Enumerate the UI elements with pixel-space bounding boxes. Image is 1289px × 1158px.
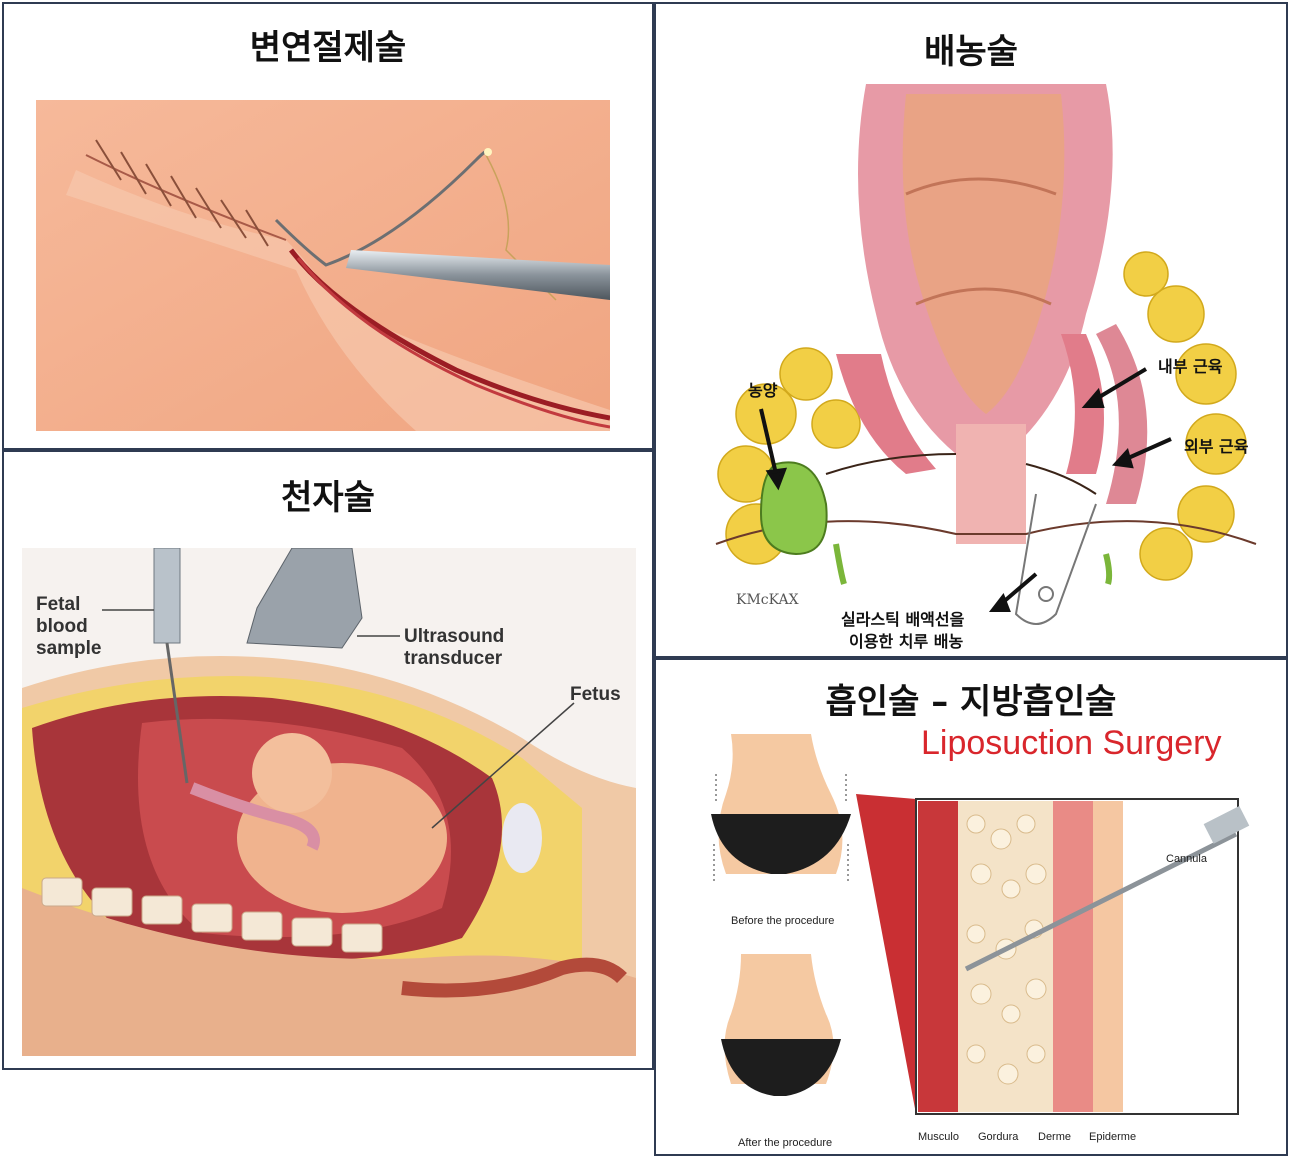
- label-before: Before the procedure: [731, 915, 834, 927]
- cannula-handle: [1203, 806, 1250, 844]
- panel-suction: 흡인술 – 지방흡인술 Liposuction Surgery Before t…: [654, 658, 1288, 1156]
- needle-holder: [346, 250, 610, 300]
- skin-fold: [66, 170, 610, 431]
- fistula-tract-left: [825, 453, 957, 475]
- panel-title-puncture: 천자술: [281, 478, 375, 518]
- label-seton-line2: 이용한 치루 배농: [849, 632, 963, 651]
- leader-fetus: [431, 702, 575, 829]
- zoom-connector: [856, 794, 916, 1114]
- label-abscess: 농양: [748, 381, 778, 400]
- seton-drain: [1014, 493, 1097, 625]
- anal-abscess-illustration: 농양 내부 근육 외부 근육 실라스틱 배액선을 이용한 치루 배농 KMcKA…: [706, 74, 1266, 654]
- suture-svg: [36, 100, 610, 431]
- fistula-tract-right: [1025, 463, 1097, 495]
- label-fetal-3: sample: [36, 638, 101, 659]
- label-fetal-1: Fetal: [36, 594, 80, 615]
- needle-tip-glint: [484, 148, 492, 156]
- pus-drip-right: [1103, 553, 1113, 585]
- label-cannula: Cannula: [1166, 853, 1208, 865]
- label-gordura: Gordura: [978, 1131, 1019, 1143]
- cordocentesis-illustration: Fetal blood sample Ultrasound transducer…: [22, 548, 636, 1056]
- panel-title-suction: 흡인술 – 지방흡인술: [825, 682, 1117, 722]
- pointer-arrows: [759, 367, 1172, 612]
- needle: [165, 642, 189, 784]
- muscle-layer: [918, 801, 958, 1112]
- rectum: [401, 957, 627, 998]
- anal-canal: [956, 424, 1026, 544]
- seton-knot: [1038, 586, 1054, 602]
- umbilical-cord: [189, 782, 320, 851]
- fat-cells: [966, 814, 1047, 1085]
- label-fetal-2: blood: [36, 616, 88, 637]
- dermis-layer: [1053, 801, 1093, 1112]
- artist-signature: KMcKAX: [736, 592, 799, 608]
- epidermis-layer: [1093, 801, 1123, 1112]
- liposuction-illustration: Liposuction Surgery Before the procedure…: [696, 724, 1284, 1154]
- suturing-illustration: [36, 100, 610, 431]
- label-internal-muscle: 내부 근육: [1158, 357, 1223, 376]
- cannula: [964, 831, 1238, 972]
- syringe-barrel: [153, 548, 181, 644]
- underwear-before: [711, 814, 851, 874]
- label-derme: Derme: [1038, 1131, 1071, 1143]
- pus-drip: [833, 543, 847, 585]
- label-musculo: Musculo: [918, 1131, 959, 1143]
- wound-edge: [296, 257, 610, 429]
- internal-muscle-right: [1061, 334, 1104, 474]
- mucosa-fold: [915, 287, 1052, 306]
- panel-drainage: 배농술: [654, 2, 1288, 658]
- underwear-after: [721, 1039, 841, 1096]
- mucosa-fold: [905, 177, 1057, 196]
- label-epiderme: Epiderme: [1089, 1131, 1136, 1143]
- label-external-muscle: 외부 근육: [1184, 437, 1249, 456]
- liposuction-svg: Liposuction Surgery Before the procedure…: [711, 724, 1250, 1149]
- cordocentesis-svg: Fetal blood sample Ultrasound transducer…: [22, 548, 636, 1056]
- spine-vertebrae: [41, 877, 383, 953]
- fetal-head: [252, 733, 332, 813]
- label-ultrasound-1: Ultrasound: [404, 626, 504, 647]
- label-after: After the procedure: [738, 1137, 832, 1149]
- panel-title-drainage: 배농술: [924, 32, 1018, 72]
- panel-title-debridement: 변연절제술: [249, 28, 407, 68]
- label-fetus: Fetus: [570, 684, 621, 705]
- marking-lines-before: [713, 774, 849, 884]
- lower-body: [22, 888, 636, 1056]
- sutures: [95, 139, 269, 247]
- drainage-svg: 농양 내부 근육 외부 근육 실라스틱 배액선을 이용한 치루 배농 KMcKA…: [715, 84, 1257, 651]
- rectal-lumen: [902, 94, 1065, 414]
- label-seton-line1: 실라스틱 배액선을: [841, 610, 965, 629]
- panel-debridement: 변연절제술: [2, 2, 654, 450]
- label-ultrasound-2: transducer: [404, 648, 503, 669]
- panel-puncture: 천자술 Fetal b: [2, 450, 654, 1070]
- fat-tissue: [717, 251, 1247, 581]
- bladder: [502, 803, 542, 873]
- external-muscle-right: [1096, 324, 1148, 504]
- internal-muscle-left: [836, 354, 936, 474]
- liposuction-heading: Liposuction Surgery: [921, 724, 1222, 762]
- ultrasound-transducer: [246, 548, 363, 649]
